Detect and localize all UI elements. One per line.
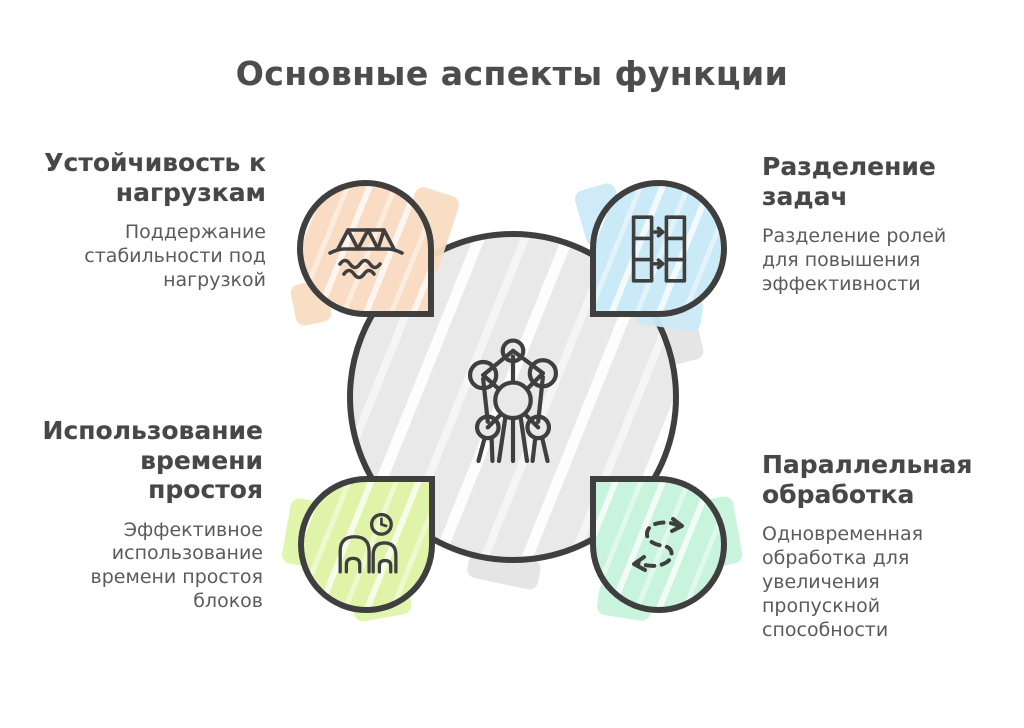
bridge-over-water-icon bbox=[327, 227, 404, 279]
petal-bottom-left bbox=[298, 476, 435, 613]
page-title: Основные аспекты функции bbox=[235, 54, 789, 93]
aspect-heading: Параллельная обработка bbox=[762, 450, 973, 509]
aspect-description: Одновременная обработка для увеличения п… bbox=[762, 523, 924, 641]
atomium-network-icon bbox=[467, 337, 559, 463]
petal-top-left bbox=[297, 180, 434, 317]
petal-bottom-right bbox=[590, 476, 727, 613]
aspect-text-top-right: Разделение задач Разделение ролей для по… bbox=[762, 152, 1000, 297]
aspect-heading: Устойчивость к нагрузкам bbox=[44, 148, 266, 207]
parallel-shuffle-icon bbox=[631, 516, 684, 572]
aspect-description: Эффективное использование времени просто… bbox=[90, 518, 263, 613]
split-columns-icon bbox=[631, 214, 686, 283]
aspect-description: Поддержание стабильности под нагрузкой bbox=[84, 221, 266, 291]
idle-time-arches-clock-icon bbox=[338, 512, 398, 573]
aspect-text-bottom-right: Параллельная обработка Одновременная обр… bbox=[762, 450, 1000, 643]
aspect-heading: Разделение задач bbox=[762, 152, 936, 211]
aspect-text-top-left: Устойчивость к нагрузкам Поддержание ста… bbox=[28, 148, 266, 293]
petal-top-right bbox=[590, 180, 727, 317]
aspect-text-bottom-left: Использование времени простоя Эффективно… bbox=[25, 416, 263, 614]
aspect-description: Разделение ролей для повышения эффективн… bbox=[762, 225, 947, 295]
aspect-heading: Использование времени простоя bbox=[42, 416, 263, 504]
